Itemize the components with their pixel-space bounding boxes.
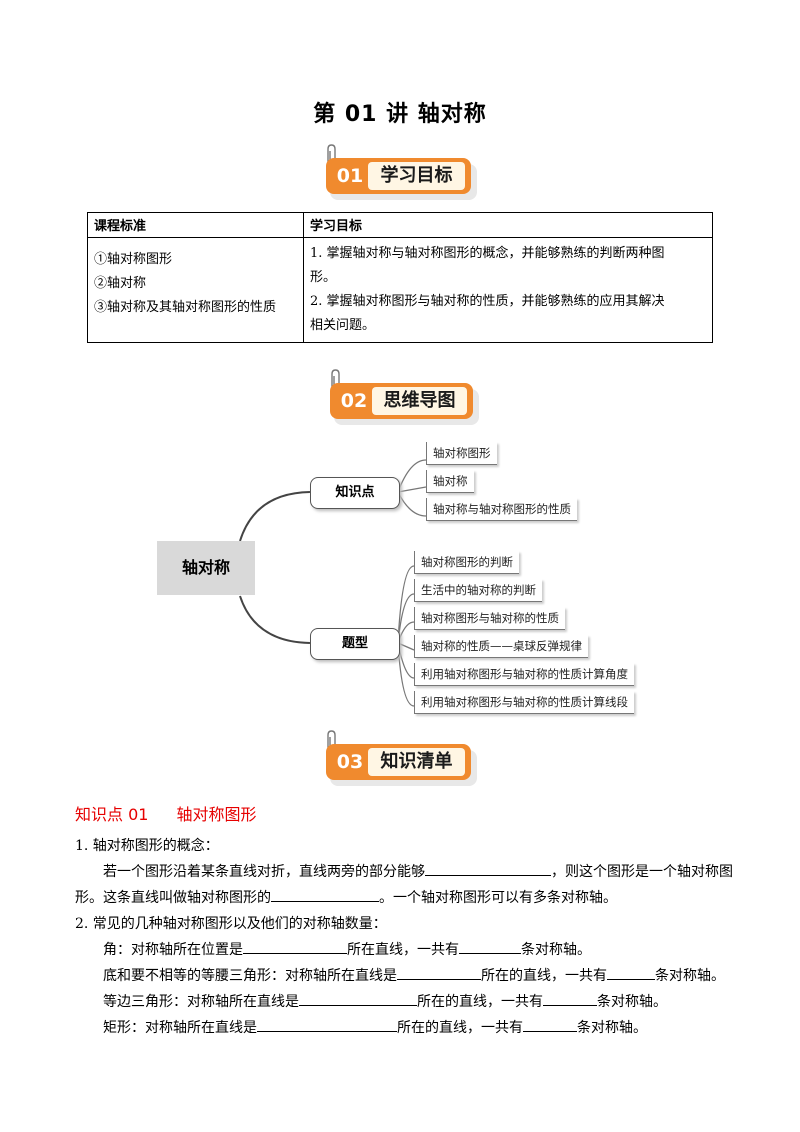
mindmap-leaf: 轴对称的性质——桌球反弹规律 — [414, 635, 588, 658]
item1-title: 1. 轴对称图形的概念： — [75, 838, 219, 854]
shape-row-angle: 角：对称轴所在位置是所在直线，一共有条对称轴。 — [103, 937, 591, 963]
mindmap-leaf: 轴对称 — [426, 470, 474, 493]
shape-row-equilateral-triangle: 等边三角形：对称轴所在直线是所在的直线，一共有条对称轴。 — [103, 989, 667, 1015]
answer-blank[interactable] — [607, 965, 655, 980]
standard-item: ①轴对称图形 — [94, 252, 173, 267]
mindmap-leaf: 利用轴对称图形与轴对称的性质计算角度 — [414, 663, 634, 686]
mindmap-leaf: 轴对称图形与轴对称的性质 — [414, 607, 565, 630]
standard-item: ②轴对称 — [94, 276, 147, 291]
mindmap-leaf: 轴对称图形的判断 — [414, 551, 519, 574]
standards-cell: ①轴对称图形 ②轴对称 ③轴对称及其轴对称图形的性质 — [87, 237, 304, 343]
section-number: 03 — [336, 751, 364, 773]
section-number: 01 — [336, 165, 364, 187]
mindmap-branch-question-types: 题型 — [310, 628, 400, 660]
mindmap-branch-knowledge: 知识点 — [310, 477, 400, 509]
answer-blank[interactable] — [257, 1017, 397, 1032]
shape-row-rectangle: 矩形：对称轴所在直线是所在的直线，一共有条对称轴。 — [103, 1015, 647, 1041]
item1-line2: 形。这条直线叫做轴对称图形的。一个轴对称图形可以有多条对称轴。 — [75, 885, 617, 911]
item1-line1: 若一个图形沿着某条直线对折，直线两旁的部分能够，则这个图形是一个轴对称图 — [103, 859, 733, 885]
mindmap-leaf: 轴对称与轴对称图形的性质 — [426, 498, 577, 521]
table-header-standard: 课程标准 — [87, 212, 304, 238]
section-label: 知识清单 — [368, 748, 465, 776]
answer-blank[interactable] — [397, 965, 481, 980]
shape-row-isosceles-triangle: 底和要不相等的等腰三角形：对称轴所在直线是所在的直线，一共有条对称轴。 — [103, 963, 725, 989]
goal-line: 2. 掌握轴对称图形与轴对称的性质，并能够熟练的应用其解决 — [310, 294, 665, 309]
section-badge-checklist: 03 知识清单 — [326, 730, 477, 786]
goals-table: 课程标准 学习目标 ①轴对称图形 ②轴对称 ③轴对称及其轴对称图形的性质 1. … — [87, 212, 713, 343]
answer-blank[interactable] — [523, 1017, 577, 1032]
knowledge-point-heading: 知识点 01 轴对称图形 — [75, 801, 256, 825]
answer-blank[interactable] — [425, 861, 551, 876]
mindmap-center-node: 轴对称 — [157, 541, 255, 595]
mindmap-leaf: 利用轴对称图形与轴对称的性质计算线段 — [414, 691, 634, 714]
goal-line: 1. 掌握轴对称与轴对称图形的概念，并能够熟练的判断两种图 — [310, 246, 665, 261]
answer-blank[interactable] — [543, 991, 597, 1006]
goals-cell: 1. 掌握轴对称与轴对称图形的概念，并能够熟练的判断两种图 形。 2. 掌握轴对… — [303, 237, 713, 343]
knowledge-point-number: 知识点 01 — [75, 805, 149, 824]
section-badge-goals: 01 学习目标 — [326, 144, 477, 200]
knowledge-point-title: 轴对称图形 — [176, 805, 257, 824]
mindmap-leaf: 生活中的轴对称的判断 — [414, 579, 542, 602]
standard-item: ③轴对称及其轴对称图形的性质 — [94, 300, 277, 315]
answer-blank[interactable] — [459, 939, 521, 954]
mindmap-leaf: 轴对称图形 — [426, 442, 497, 465]
goal-line: 相关问题。 — [310, 318, 376, 333]
section-label: 学习目标 — [368, 162, 465, 190]
answer-blank[interactable] — [299, 991, 417, 1006]
answer-blank[interactable] — [243, 939, 347, 954]
item2-title: 2. 常见的几种轴对称图形以及他们的对称轴数量： — [75, 916, 387, 932]
section-label: 思维导图 — [372, 387, 467, 415]
goal-line: 形。 — [310, 270, 337, 285]
section-badge-mindmap: 02 思维导图 — [330, 369, 479, 425]
page-title: 第 01 讲 轴对称 — [313, 102, 487, 127]
section-number: 02 — [340, 390, 368, 412]
answer-blank[interactable] — [271, 887, 379, 902]
